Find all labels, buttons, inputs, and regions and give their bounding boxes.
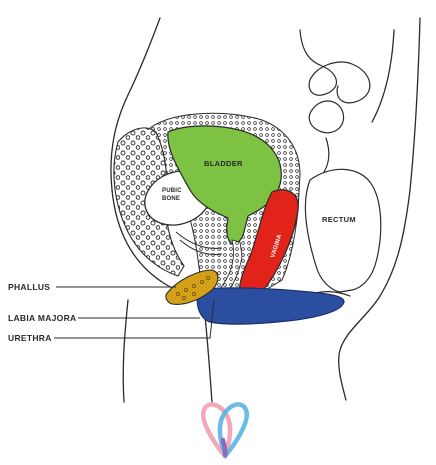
labia-majora — [197, 288, 344, 324]
pubic-bone-label-line1: PUBIC — [162, 188, 182, 194]
pubic-bone-label-line2: BONE — [162, 196, 180, 202]
labia-majora-label: LABIA MAJORA — [8, 313, 76, 323]
urethra-label: URETHRA — [8, 333, 52, 343]
rectum-label: RECTUM — [322, 215, 356, 224]
phallus-label: PHALLUS — [8, 282, 50, 292]
bladder-label: BLADDER — [204, 159, 243, 168]
heart-loop-logo-icon — [203, 404, 247, 455]
urethra-pointer — [54, 300, 214, 338]
rectum — [305, 169, 380, 292]
